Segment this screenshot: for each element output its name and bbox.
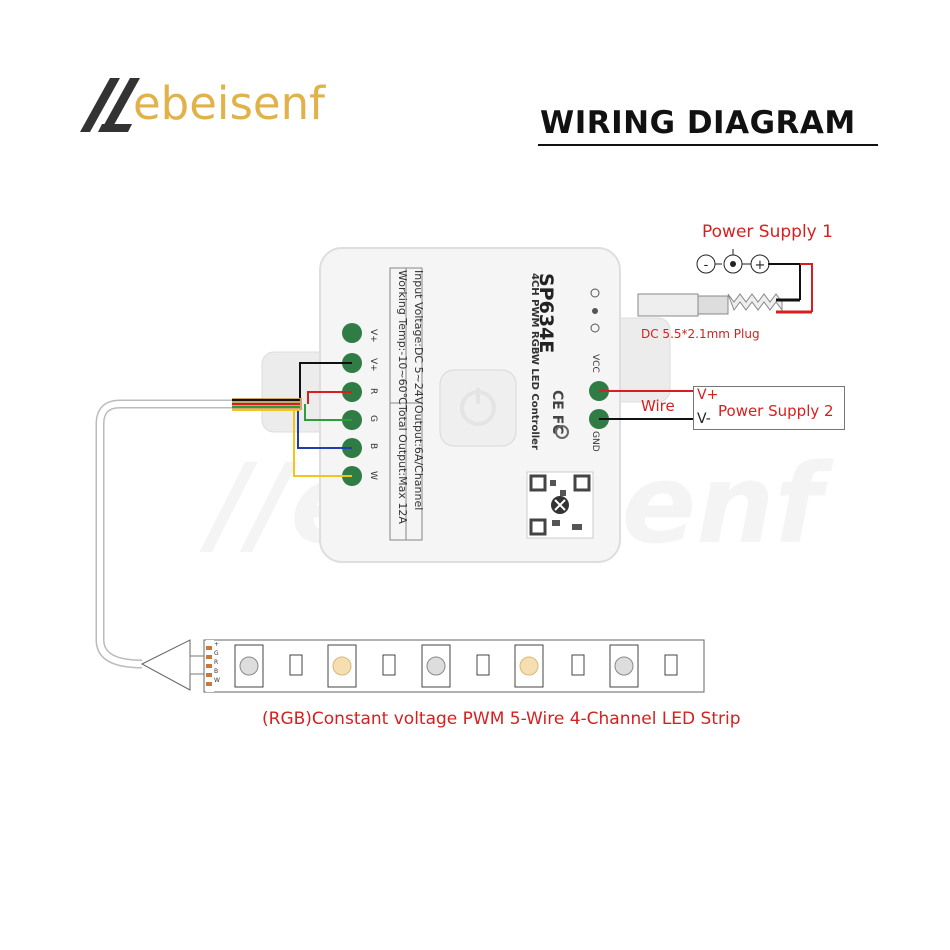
led-chip-rgb — [609, 644, 639, 688]
page-title: WIRING DIAGRAM — [540, 105, 856, 141]
terminal-label: VCC — [590, 354, 600, 373]
power-button-icon — [439, 369, 517, 447]
led-strip — [140, 639, 705, 693]
spec-total-output: Total Output:Max 12A — [396, 405, 409, 524]
power-supply-2-label: Power Supply 2 — [718, 402, 834, 420]
signal-wires — [293, 362, 352, 477]
power-wires — [599, 390, 693, 420]
brand-name: ebeisenf — [133, 77, 325, 130]
wire-label: Wire — [641, 397, 675, 415]
dc-polarity-icon — [590, 288, 600, 333]
brand-logo-icon — [80, 78, 140, 132]
power-supply-1-label: Power Supply 1 — [702, 222, 833, 242]
controller-subtitle: 4CH PWM RGBW LED Controller — [529, 273, 540, 450]
svg-text:-: - — [704, 258, 709, 273]
led-chip-rgb — [234, 644, 264, 688]
terminal-label: V+ — [368, 358, 378, 372]
power-supply-2-box — [693, 386, 845, 430]
vplus-label: V+ — [697, 387, 719, 403]
terminal-label: G — [368, 415, 378, 422]
recycle-icon — [555, 425, 569, 439]
spec-input-voltage: Input Voltage:DC 5~24V — [412, 270, 425, 405]
dc-plug-icon: - + — [637, 249, 813, 317]
title-underline — [538, 144, 878, 146]
terminal-label: B — [368, 443, 378, 450]
terminal-label: W — [368, 471, 378, 480]
vminus-label: V- — [697, 411, 711, 427]
svg-text:+: + — [755, 258, 766, 273]
dc-plug-label: DC 5.5*2.1mm Plug — [641, 327, 760, 341]
led-chip-rgb — [421, 644, 451, 688]
spec-working-temp: Working Temp:-10~60℃ — [396, 270, 409, 405]
led-strip-cable — [95, 398, 302, 669]
spec-output: Output:6A/Channel — [412, 405, 425, 511]
terminal-label: GND — [590, 431, 600, 452]
terminal-label: V+ — [368, 329, 378, 343]
strip-caption: (RGB)Constant voltage PWM 5-Wire 4-Chann… — [262, 709, 741, 729]
led-chip-white — [514, 644, 544, 688]
qr-code-icon — [526, 471, 594, 539]
terminal-label: R — [368, 388, 378, 395]
led-chip-white — [327, 644, 357, 688]
ce-mark-icon: CE FC — [549, 390, 565, 435]
